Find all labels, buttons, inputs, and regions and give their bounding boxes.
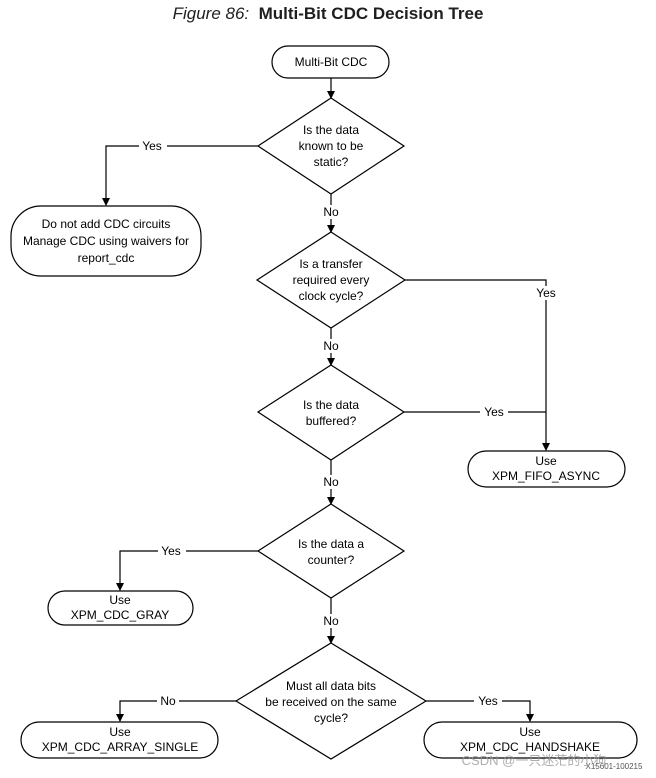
svg-text:XPM_CDC_ARRAY_SINGLE: XPM_CDC_ARRAY_SINGLE bbox=[42, 740, 199, 754]
svg-text:required every: required every bbox=[293, 273, 370, 287]
svg-text:counter?: counter? bbox=[308, 553, 355, 567]
edge-samecycle-no bbox=[116, 700, 236, 722]
svg-text:Use: Use bbox=[109, 725, 131, 739]
svg-text:Manage CDC using waivers for: Manage CDC using waivers for bbox=[23, 234, 189, 248]
svg-text:Use: Use bbox=[109, 593, 131, 607]
svg-text:Multi-Bit CDC: Multi-Bit CDC bbox=[295, 55, 368, 69]
edge-samecycle-yes bbox=[426, 700, 534, 722]
node-decision-static: Is the data known to be static? bbox=[256, 97, 406, 195]
svg-text:Is the data: Is the data bbox=[303, 398, 359, 412]
edge-label-buffered-yes: Yes bbox=[484, 405, 504, 419]
svg-text:static?: static? bbox=[314, 155, 349, 169]
edge-label-samecycle-yes: Yes bbox=[478, 694, 498, 708]
doc-id: X15601-100215 bbox=[586, 762, 643, 771]
svg-text:Use: Use bbox=[519, 725, 541, 739]
svg-text:known to be: known to be bbox=[299, 139, 364, 153]
svg-text:buffered?: buffered? bbox=[306, 414, 357, 428]
svg-text:cycle?: cycle? bbox=[314, 711, 348, 725]
svg-text:Must all data bits: Must all data bits bbox=[286, 679, 376, 693]
node-cdc-array-single: Use XPM_CDC_ARRAY_SINGLE bbox=[20, 721, 219, 759]
svg-text:XPM_CDC_HANDSHAKE: XPM_CDC_HANDSHAKE bbox=[460, 740, 600, 754]
svg-text:Do not add CDC circuits: Do not add CDC circuits bbox=[42, 217, 171, 231]
node-decision-counter: Is the data a counter? bbox=[256, 503, 406, 599]
node-cdc-handshake: Use XPM_CDC_HANDSHAKE bbox=[423, 721, 638, 759]
edge-static-yes bbox=[102, 145, 258, 206]
node-decision-buffered: Is the data buffered? bbox=[256, 364, 406, 461]
node-decision-same-cycle: Must all data bits be received on the sa… bbox=[234, 642, 428, 760]
svg-text:be received on the same: be received on the same bbox=[265, 695, 397, 709]
svg-text:clock cycle?: clock cycle? bbox=[299, 289, 364, 303]
edge-label-samecycle-no: No bbox=[160, 694, 176, 708]
svg-text:XPM_CDC_GRAY: XPM_CDC_GRAY bbox=[71, 608, 169, 622]
edge-label-static-no: No bbox=[323, 205, 339, 219]
svg-text:Is a transfer: Is a transfer bbox=[299, 257, 362, 271]
edge-label-transfer-no: No bbox=[323, 339, 339, 353]
svg-text:Use: Use bbox=[535, 454, 557, 468]
edge-transfer-yes bbox=[405, 279, 550, 451]
edge-label-buffered-no: No bbox=[323, 475, 339, 489]
edge-label-static-yes: Yes bbox=[142, 139, 162, 153]
edge-label-transfer-yes: Yes bbox=[536, 286, 556, 300]
svg-text:Is the data a: Is the data a bbox=[298, 537, 364, 551]
node-fifo-async: Use XPM_FIFO_ASYNC bbox=[467, 450, 626, 488]
watermark: CSDN @一只迷茫的小狗 bbox=[462, 753, 607, 768]
figure-number: Figure 86: bbox=[173, 4, 250, 23]
svg-text:report_cdc: report_cdc bbox=[78, 251, 135, 265]
edge-counter-yes bbox=[116, 550, 258, 591]
figure-title: Figure 86: Multi-Bit CDC Decision Tree bbox=[173, 4, 484, 23]
edge-label-counter-yes: Yes bbox=[161, 544, 181, 558]
node-cdc-gray: Use XPM_CDC_GRAY bbox=[47, 590, 194, 626]
node-no-cdc: Do not add CDC circuits Manage CDC using… bbox=[10, 205, 202, 277]
node-start: Multi-Bit CDC bbox=[271, 45, 390, 79]
svg-text:Is the data: Is the data bbox=[303, 123, 359, 137]
edge-label-counter-no: No bbox=[323, 614, 339, 628]
svg-text:XPM_FIFO_ASYNC: XPM_FIFO_ASYNC bbox=[492, 469, 600, 483]
node-decision-transfer: Is a transfer required every clock cycle… bbox=[255, 231, 407, 329]
figure-title-text: Multi-Bit CDC Decision Tree bbox=[259, 4, 484, 23]
